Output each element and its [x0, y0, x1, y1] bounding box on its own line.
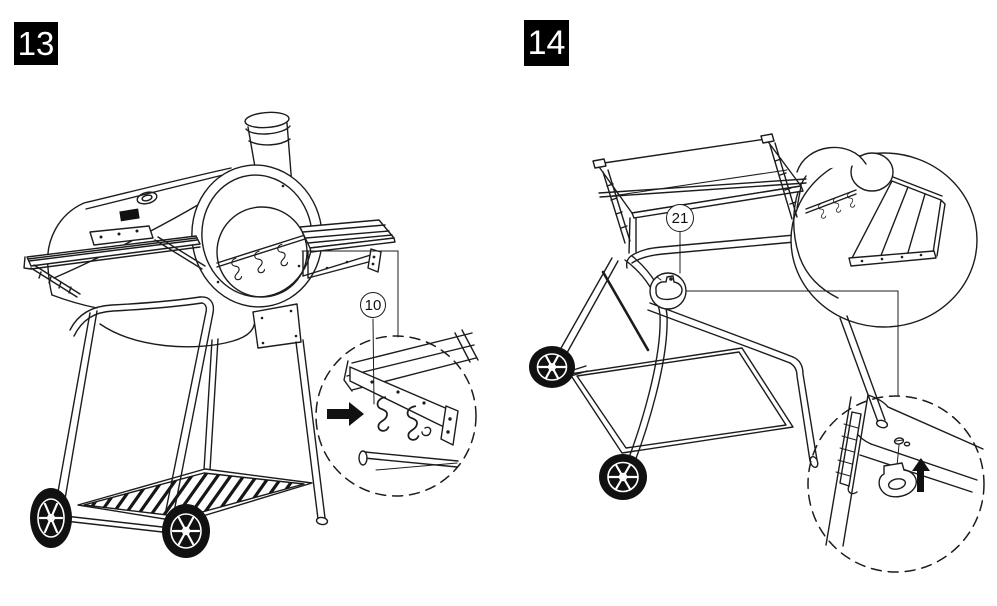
bottle-opener-part [655, 275, 683, 301]
front-shelf [23, 225, 206, 298]
step-13-badge: 13 [14, 22, 58, 65]
bottle-opener-part [878, 462, 917, 498]
side-shelf [299, 219, 396, 279]
thermometer-hole [136, 191, 158, 205]
part-10-label: 10 [360, 292, 386, 318]
right-grill-illustration [529, 133, 985, 573]
step-14-badge: 14 [524, 20, 569, 66]
arrow-right-icon [327, 402, 364, 426]
ash-lip-curve [99, 320, 256, 348]
part-21-highlight [649, 272, 687, 310]
leader-line [685, 290, 899, 397]
leg-foot [315, 516, 329, 526]
detail-callout-step13 [315, 318, 479, 497]
part-10-pointer-line [372, 318, 375, 405]
wheel [30, 488, 72, 548]
wheel [599, 454, 647, 500]
part-21-number: 21 [671, 209, 689, 227]
flat-top-shelf [592, 133, 807, 244]
arrow-up-icon [912, 458, 930, 492]
side-shelf [805, 176, 946, 267]
part-21-label: 21 [666, 204, 694, 232]
legs-and-wheels [30, 310, 329, 558]
detail-callout-step14 [807, 394, 985, 573]
vent-slider [119, 208, 140, 222]
leg-foot [875, 419, 889, 429]
step-13-number: 13 [17, 24, 55, 62]
wheel [529, 346, 575, 388]
mesh-shelf [569, 347, 794, 454]
shelf-bracket-arm [349, 366, 451, 429]
cross-brace [601, 270, 650, 352]
leader-line [301, 250, 399, 338]
chimney [244, 111, 293, 191]
part-10-number: 10 [364, 296, 382, 314]
left-grill-illustration [23, 111, 479, 558]
firebox-side-panel [252, 303, 302, 349]
s-hook-icon [374, 396, 390, 433]
step-14-number: 14 [527, 23, 566, 62]
hook-rail-highlight [216, 206, 308, 298]
cart-frame [69, 296, 302, 349]
wheel [162, 504, 210, 558]
legs-and-wheels [529, 255, 889, 500]
